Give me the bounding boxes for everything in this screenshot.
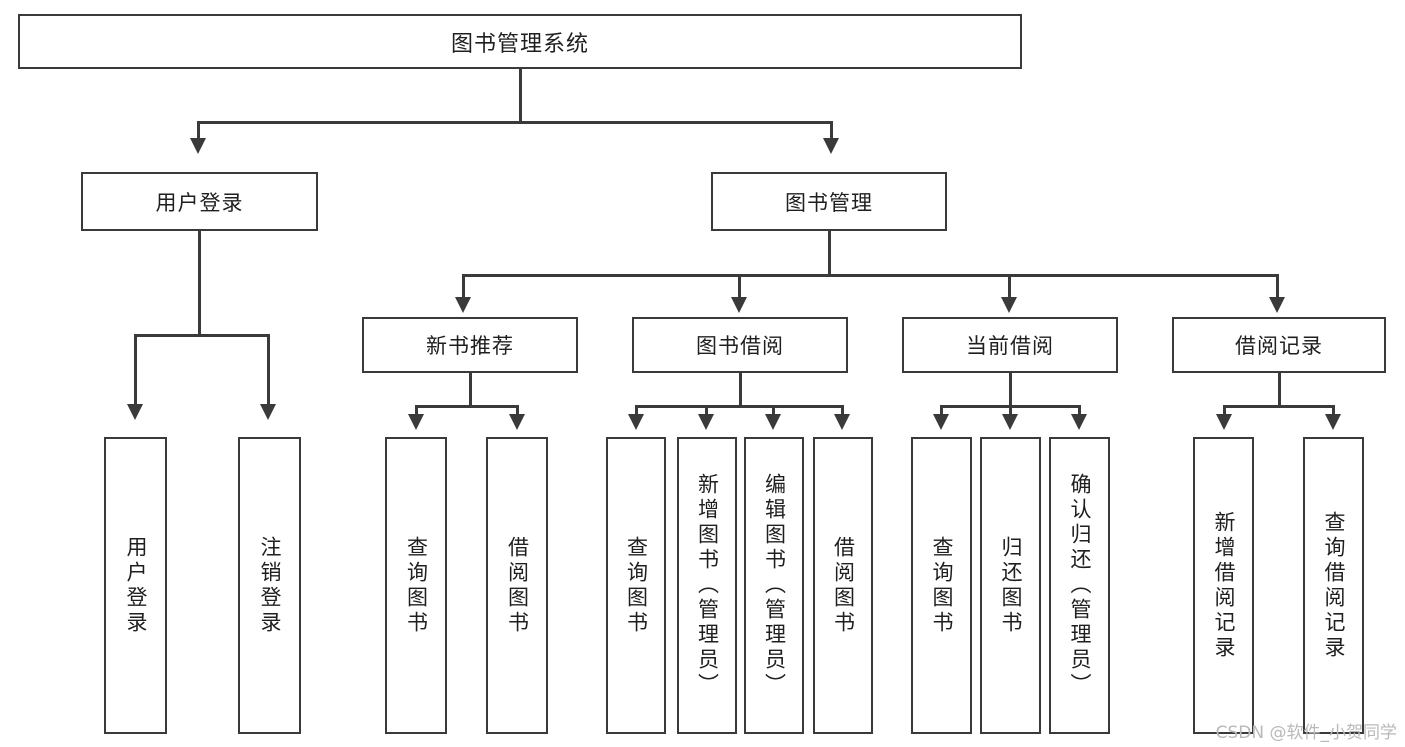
arrow-leaf-current-query — [933, 414, 949, 430]
connector-book-borrow-drop-4 — [841, 405, 844, 417]
node-leaf-current-query[interactable]: 查询图书 — [911, 437, 972, 734]
arrow-to-current-borrow — [1001, 297, 1017, 313]
connector-new-book-recommend-stem — [469, 373, 472, 407]
connector-current-borrow-stem — [1009, 373, 1012, 407]
arrow-leaf-borrow-query — [628, 414, 644, 430]
connector-to-book-management — [830, 121, 833, 140]
node-leaf-record-add[interactable]: 新增借阅记录 — [1193, 437, 1254, 734]
node-book-borrow[interactable]: 图书借阅 — [632, 317, 848, 373]
arrow-leaf-current-return — [1002, 414, 1018, 430]
node-leaf-user-login[interactable]: 用户登录 — [104, 437, 167, 734]
arrow-leaf-borrow-edit — [765, 414, 781, 430]
connector-book-borrow-bus — [635, 405, 844, 408]
connector-recommend-drop-2 — [516, 405, 519, 417]
node-leaf-borrow-query[interactable]: 查询图书 — [606, 437, 666, 734]
connector-book-borrow-stem — [739, 373, 742, 407]
node-borrow-record[interactable]: 借阅记录 — [1172, 317, 1386, 373]
node-new-book-recommend[interactable]: 新书推荐 — [362, 317, 578, 373]
node-leaf-record-query-label: 查询借阅记录 — [1322, 510, 1346, 661]
connector-to-book-borrow — [738, 274, 741, 299]
arrow-to-book-management — [823, 138, 839, 154]
node-leaf-record-query[interactable]: 查询借阅记录 — [1303, 437, 1364, 734]
node-leaf-user-logout-label: 注销登录 — [258, 535, 282, 636]
node-leaf-borrow-edit[interactable]: 编辑图书（管理员） — [744, 437, 804, 734]
node-leaf-current-confirm[interactable]: 确认归还（管理员） — [1049, 437, 1110, 734]
connector-level3-bus — [462, 274, 1279, 277]
node-leaf-borrow-query-label: 查询图书 — [624, 535, 649, 636]
node-current-borrow[interactable]: 当前借阅 — [902, 317, 1118, 373]
connector-user-login-drop-2 — [267, 334, 270, 406]
connector-to-new-book-recommend — [462, 274, 465, 299]
node-leaf-recommend-query-label: 查询图书 — [404, 535, 429, 636]
connector-to-user-login — [197, 121, 200, 140]
connector-book-borrow-drop-3 — [772, 405, 775, 417]
arrow-leaf-user-logout — [260, 404, 276, 420]
connector-current-borrow-drop-2 — [1009, 405, 1012, 417]
node-leaf-current-return-label: 归还图书 — [999, 535, 1023, 636]
connector-borrow-record-stem — [1278, 373, 1281, 407]
arrow-leaf-recommend-query — [408, 414, 424, 430]
node-leaf-borrow-add-label: 新增图书（管理员） — [695, 473, 720, 698]
connector-to-current-borrow — [1008, 274, 1011, 299]
connector-borrow-record-drop-2 — [1332, 405, 1335, 417]
arrow-to-book-borrow — [731, 297, 747, 313]
arrow-to-borrow-record — [1269, 297, 1285, 313]
connector-current-borrow-drop-3 — [1078, 405, 1081, 417]
arrow-leaf-current-confirm — [1071, 414, 1087, 430]
node-user-login-label: 用户登录 — [155, 190, 244, 215]
connector-to-borrow-record — [1276, 274, 1279, 299]
node-user-login[interactable]: 用户登录 — [81, 172, 318, 231]
node-leaf-current-return[interactable]: 归还图书 — [980, 437, 1041, 734]
node-book-management-label: 图书管理 — [785, 190, 873, 215]
connector-book-management-stem — [828, 231, 831, 276]
node-leaf-user-login-label: 用户登录 — [124, 535, 148, 636]
node-leaf-borrow-lend[interactable]: 借阅图书 — [813, 437, 873, 734]
arrow-leaf-borrow-add — [698, 414, 714, 430]
connector-borrow-record-drop-1 — [1223, 405, 1226, 417]
node-root[interactable]: 图书管理系统 — [18, 14, 1022, 69]
arrow-leaf-record-query — [1325, 414, 1341, 430]
node-book-management[interactable]: 图书管理 — [711, 172, 947, 231]
connector-user-login-bus — [134, 334, 270, 337]
connector-user-login-drop-1 — [134, 334, 137, 406]
connector-root-stem — [519, 69, 522, 123]
node-new-book-recommend-label: 新书推荐 — [426, 334, 514, 358]
arrow-leaf-borrow-lend — [834, 414, 850, 430]
connector-book-borrow-drop-1 — [635, 405, 638, 417]
connector-borrow-record-bus — [1223, 405, 1335, 408]
arrow-to-user-login — [190, 138, 206, 154]
connector-new-book-recommend-bus — [415, 405, 519, 408]
node-leaf-recommend-query[interactable]: 查询图书 — [385, 437, 447, 734]
arrow-leaf-user-login — [127, 404, 143, 420]
node-leaf-recommend-borrow-label: 借阅图书 — [505, 535, 530, 636]
node-leaf-recommend-borrow[interactable]: 借阅图书 — [486, 437, 548, 734]
node-current-borrow-label: 当前借阅 — [966, 334, 1054, 358]
watermark-text: CSDN @软件_小贺同学 — [1215, 723, 1397, 743]
node-book-borrow-label: 图书借阅 — [696, 334, 784, 358]
node-leaf-borrow-lend-label: 借阅图书 — [831, 535, 856, 636]
node-borrow-record-label: 借阅记录 — [1235, 334, 1323, 358]
node-leaf-borrow-edit-label: 编辑图书（管理员） — [762, 473, 787, 698]
node-leaf-borrow-add[interactable]: 新增图书（管理员） — [677, 437, 737, 734]
node-leaf-record-add-label: 新增借阅记录 — [1212, 510, 1236, 661]
arrow-leaf-record-add — [1216, 414, 1232, 430]
node-leaf-user-logout[interactable]: 注销登录 — [238, 437, 301, 734]
arrow-leaf-recommend-borrow — [509, 414, 525, 430]
connector-recommend-drop-1 — [415, 405, 418, 417]
node-root-label: 图书管理系统 — [450, 31, 589, 57]
arrow-to-new-book-recommend — [455, 297, 471, 313]
connector-user-login-stem — [198, 231, 201, 336]
connector-book-borrow-drop-2 — [705, 405, 708, 417]
connector-level2-bus — [197, 121, 833, 124]
node-leaf-current-confirm-label: 确认归还（管理员） — [1068, 473, 1092, 698]
node-leaf-current-query-label: 查询图书 — [930, 535, 954, 636]
connector-current-borrow-drop-1 — [940, 405, 943, 417]
